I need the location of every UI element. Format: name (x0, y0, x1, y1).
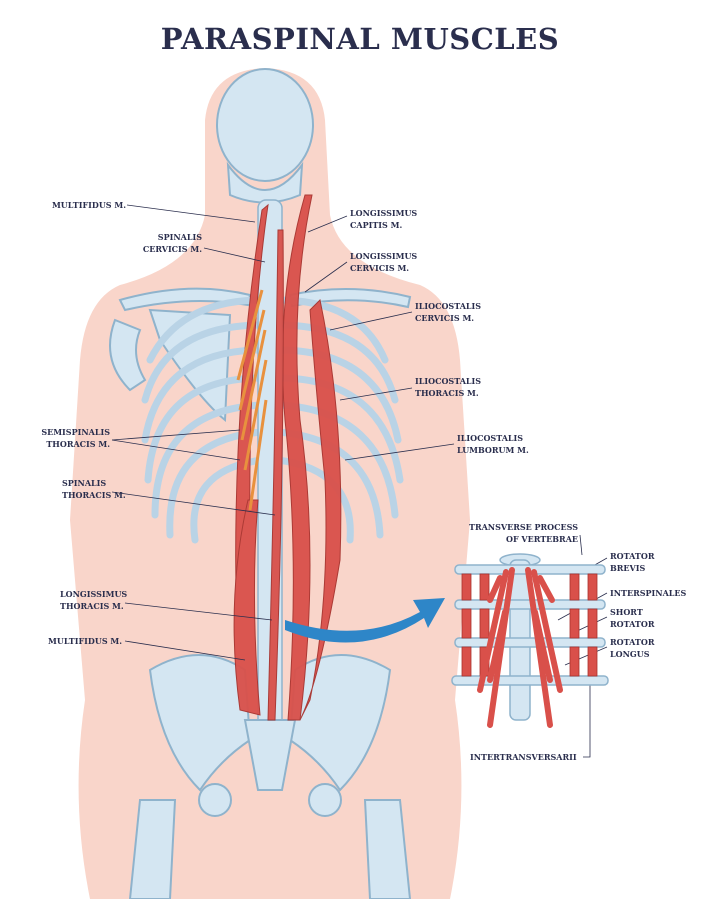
label-line: THORACIS M. (415, 388, 479, 398)
label-semispinalis-thoracis: SEMISPINALIS THORACIS M. (20, 426, 110, 450)
label-longissimus-cervicis: LONGISSIMUS CERVICIS M. (350, 250, 417, 274)
label-iliocostalis-cervicis: ILIOCOSTALIS CERVICIS M. (415, 300, 481, 324)
label-line: LONGISSIMUS (60, 589, 128, 599)
label-line: ROTATOR (610, 637, 655, 647)
label-line: SHORT (610, 607, 643, 617)
erector-spinae-muscles (233, 194, 342, 721)
semispinalis-muscle (236, 289, 268, 511)
label-rotator-brevis: ROTATOR BREVIS (610, 550, 654, 574)
skull (216, 68, 314, 204)
label-longissimus-thoracis: LONGISSIMUS THORACIS M. (60, 588, 127, 612)
label-line: CERVICIS M. (415, 313, 475, 323)
label-line: CERVICIS M. (350, 263, 410, 273)
diagram-title: PARASPINAL MUSCLES (160, 22, 560, 56)
label-line: BREVIS (610, 563, 646, 573)
label-line: THORACIS M. (46, 439, 110, 449)
label-multifidus-lower: MULTIFIDUS M. (48, 636, 123, 646)
label-line: CAPITIS M. (350, 220, 403, 230)
label-spinalis-cervicis: SPINALIS CERVICIS M. (120, 231, 202, 255)
label-line: TRANSVERSE PROCESS (469, 522, 578, 532)
label-longissimus-capitis: LONGISSIMUS CAPITIS M. (350, 207, 417, 231)
label-line: ILIOCOSTALIS (415, 376, 482, 386)
label-line: ROTATOR (610, 551, 655, 561)
label-line: LONGISSIMUS (350, 251, 418, 261)
label-spinalis-thoracis: SPINALIS THORACIS M. (62, 477, 126, 501)
label-line: SPINALIS (62, 478, 107, 488)
label-line: ROTATOR (610, 619, 655, 629)
label-line: LONGISSIMUS (350, 208, 418, 218)
label-line: LUMBORUM M. (457, 445, 529, 455)
label-line: THORACIS M. (62, 490, 126, 500)
label-line: LONGUS (610, 649, 650, 659)
label-interspinales: INTERSPINALES (610, 588, 687, 598)
label-iliocostalis-lumborum: ILIOCOSTALIS LUMBORUM M. (457, 432, 529, 456)
zoom-arrow (285, 598, 445, 643)
label-iliocostalis-thoracis: ILIOCOSTALIS THORACIS M. (415, 375, 481, 399)
label-line: THORACIS M. (60, 601, 124, 611)
pelvis (128, 654, 412, 899)
label-line: CERVICIS M. (142, 244, 202, 254)
inset-vertebrae (451, 553, 609, 728)
label-rotator-longus: ROTATOR LONGUS (610, 636, 654, 660)
label-line: SEMISPINALIS (41, 427, 110, 437)
label-line: OF VERTEBRAE (505, 534, 578, 544)
label-multifidus-upper: MULTIFIDUS M. (51, 200, 126, 210)
label-line: ILIOCOSTALIS (457, 433, 524, 443)
label-line: SPINALIS (157, 232, 202, 242)
label-intertransversarii: INTERTRANSVERSARII (470, 752, 577, 762)
label-short-rotator: SHORT ROTATOR (610, 606, 654, 630)
label-line: ILIOCOSTALIS (415, 301, 482, 311)
label-transverse-process: TRANSVERSE PROCESS OF VERTEBRAE (460, 521, 578, 545)
